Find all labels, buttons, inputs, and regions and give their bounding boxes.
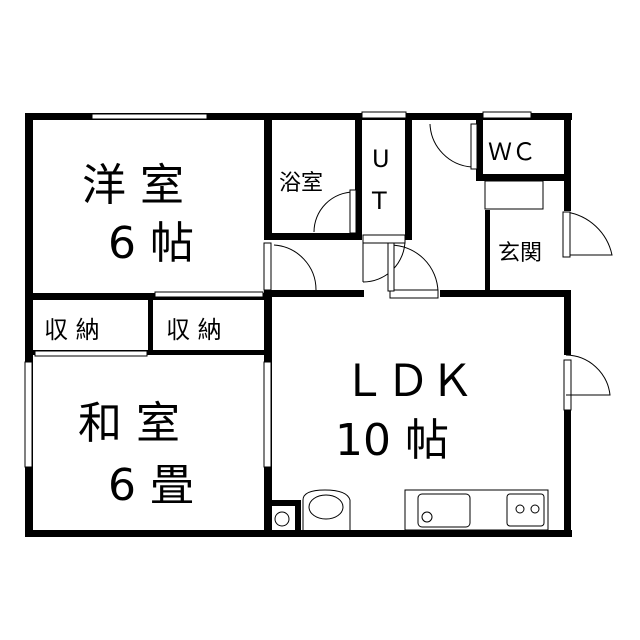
ut-label-u: U xyxy=(372,145,390,173)
fixtures xyxy=(274,489,549,531)
ldk-name: ＬＤＫ xyxy=(342,356,474,407)
japanese-room-size: 6 畳 xyxy=(108,460,194,511)
windows xyxy=(24,111,572,468)
washbasin-icon xyxy=(302,489,351,530)
ut-label-t: T xyxy=(371,187,387,215)
western-room-name: 洋 室 xyxy=(82,160,184,211)
bath-label: 浴室 xyxy=(279,171,323,196)
japanese-room-name: 和 室 xyxy=(78,398,180,449)
sink-icon xyxy=(417,493,471,528)
doors xyxy=(263,123,613,396)
entrance-label: 玄関 xyxy=(498,241,542,266)
walls xyxy=(25,113,572,537)
ldk-size: 10 帖 xyxy=(335,415,449,466)
wc-label: ＷＣ xyxy=(488,138,536,166)
western-room-size: 6 帖 xyxy=(108,218,194,269)
stove-icon xyxy=(506,493,545,527)
kitchen-counter xyxy=(404,489,549,531)
storage-left-label: 収 納 xyxy=(44,316,100,344)
washer-drain-icon xyxy=(274,511,290,527)
storage-right-label: 収 納 xyxy=(166,316,222,344)
